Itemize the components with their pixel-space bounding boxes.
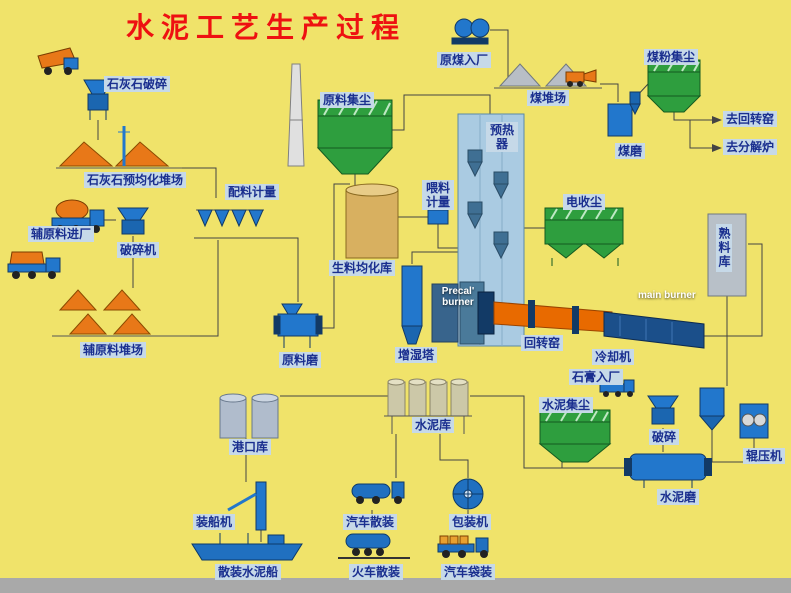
label-coal-dust-collector: 煤粉集尘 [644,49,699,65]
coal-intake-icon [451,18,490,45]
label-bulk-cement-ship: 散装水泥船 [215,564,282,580]
feed-metering-icon [427,209,449,225]
label-coal-mill: 煤磨 [615,143,646,159]
flatbed-truck-icon [7,251,61,279]
label-aux-material-yard: 辅原料堆场 [80,342,147,358]
label-aux-material-entry: 辅原料进厂 [28,226,95,242]
gypsum-crusher-icon [647,395,679,425]
label-preheater: 预热器 [486,122,518,152]
label-cement-silo: 水泥库 [412,417,455,433]
humidifying-tower-icon [401,265,423,345]
label-rotary-kiln: 回转窑 [521,335,564,351]
label-ship-loader: 装船机 [193,514,236,530]
bag-truck-icon [437,535,489,558]
raw-dust-collector-icon [316,99,394,175]
label-humidifying-tower: 增湿塔 [395,347,438,363]
flow-arrowheads [712,116,722,152]
label-roller-press: 辊压机 [743,448,786,464]
label-crusher: 破碎机 [117,242,160,258]
dump-truck-icon [37,47,79,75]
label-crushing: 破碎 [649,429,680,445]
label-train-bulk-loading: 火车散装 [349,564,404,580]
label-main-burner: main burner [638,290,696,301]
label-gypsum-entry: 石膏入厂 [569,369,624,385]
raw-meal-silo-icon [345,183,399,259]
packing-machine-icon [452,478,484,510]
label-cement-mill: 水泥磨 [657,489,700,505]
label-raw-mill: 原料磨 [279,352,322,368]
label-cement-dust-collector: 水泥集尘 [539,397,594,413]
limestone-yard-icon [56,126,182,169]
label-truck-bulk-loading: 汽车散装 [343,514,398,530]
label-to-calciner: 去分解炉 [723,139,778,155]
aux-yard-icon [52,289,190,337]
raw-mill-icon [273,303,323,348]
label-to-rotary-kiln: 去回转窑 [723,111,778,127]
bulk-truck-icon [351,481,405,504]
cooler-icon [603,311,705,349]
train-icon [338,533,410,559]
label-raw-coal-entry: 原煤入厂 [437,52,492,68]
coal-dust-collector-icon [646,59,702,113]
label-limestone-crushing: 石灰石破碎 [104,76,171,92]
cement-silos-icon [384,378,472,434]
label-truck-bag-loading: 汽车袋装 [441,564,496,580]
label-clinker-silo: 熟料库 [716,224,732,272]
label-cooler: 冷却机 [592,349,635,365]
label-raw-meal-silo: 生料均化库 [329,260,396,276]
label-batching-metering: 配料计量 [225,184,280,200]
ship-icon [191,533,303,561]
coal-mill-icon [607,91,641,137]
label-raw-meal-dust-collector: 原料集尘 [320,92,375,108]
label-esp: 电收尘 [563,194,606,210]
port-silo-icon [219,393,279,439]
batching-hoppers-icon [196,209,264,228]
label-feed-metering: 喂料计量 [422,180,454,210]
cement-dust-collector-icon [538,409,612,463]
chimney-icon [287,63,305,167]
label-limestone-preblending-yard: 石灰石预均化堆场 [84,172,187,188]
ship-loader-icon [227,481,267,531]
additive-bin-icon [698,387,726,431]
label-precal-burner: Precal' burner [441,286,475,308]
roller-press-icon [739,403,769,439]
esp-icon [544,207,624,266]
label-coal-yard: 煤堆场 [527,90,570,106]
rotary-kiln-icon [477,291,649,335]
label-packing-machine: 包装机 [449,514,492,530]
cement-mill-icon [624,453,712,488]
label-port-silo: 港口库 [229,439,272,455]
diagram-title: 水泥工艺生产过程 [126,13,407,44]
aux-crusher-icon [117,207,149,235]
coal-yard-icon [494,63,602,89]
footer-strip [0,578,791,593]
